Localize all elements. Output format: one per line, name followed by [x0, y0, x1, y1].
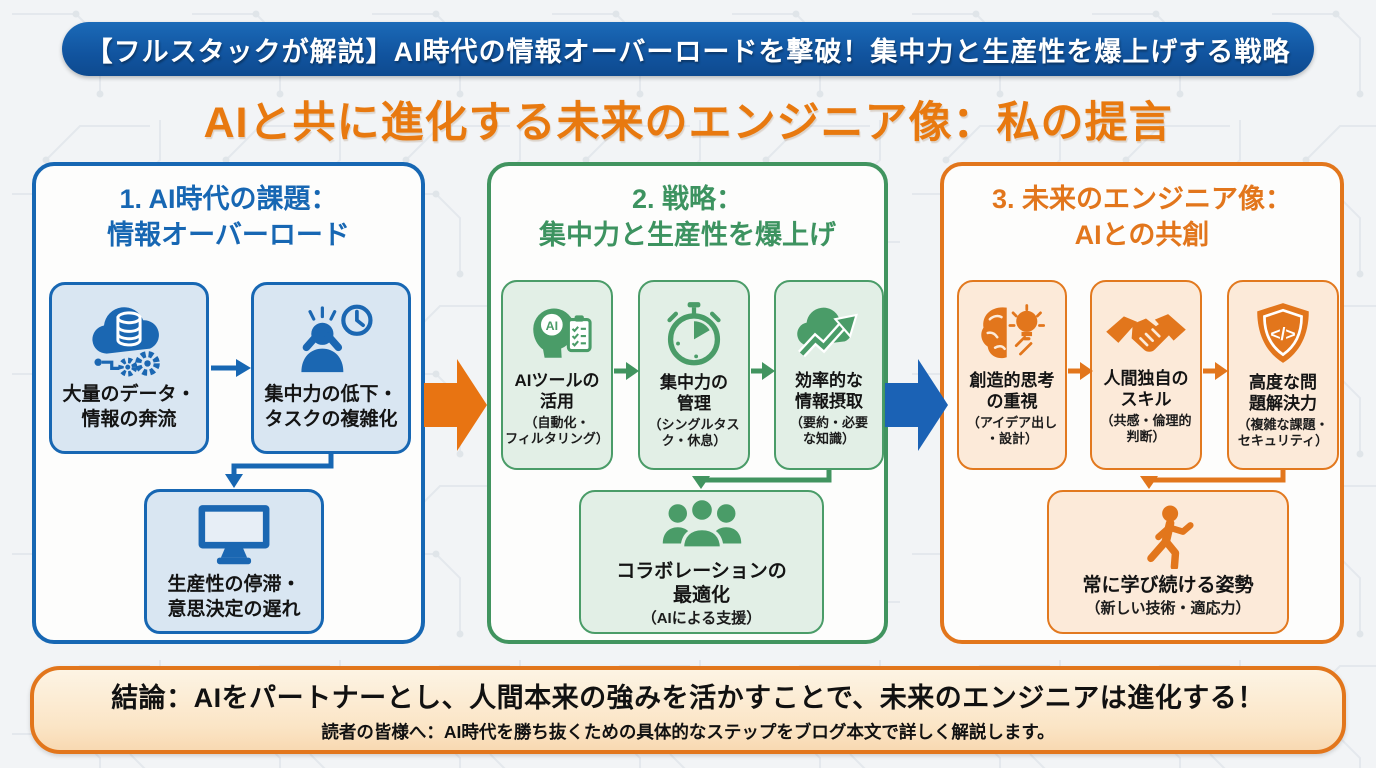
conclusion-box: 結論：AIをパートナーとし、人間本来の強みを活かすことで、未来のエンジニアは進化… — [30, 666, 1346, 754]
box-sub: （シングルタス ク・休息） — [648, 416, 740, 448]
brain-bulb-icon — [974, 303, 1050, 365]
box-problem-solving: </> 高度な問 題解決力 （複雑な課題・ セキュリティ） — [1227, 280, 1339, 470]
box-sub: （自動化・ フィルタリング） — [505, 414, 609, 446]
panel1-header: 1. AI時代の課題： 情報オーバーロード — [107, 184, 350, 250]
box-ai-tools: AI AIツールの 活用 （自動化・ フィルタリング） — [501, 280, 613, 470]
flow-arrow-2-icon — [885, 359, 948, 451]
box-label: 大量のデータ・ 情報の奔流 — [62, 384, 196, 430]
box-label: 生産性の停滞・ 意思決定の遅れ — [167, 573, 301, 620]
box-sub: （複雑な課題・ セキュリティ） — [1237, 416, 1329, 448]
box-productivity-stall: 生産性の停滞・ 意思決定の遅れ — [144, 489, 324, 634]
panel-future-engineer: 3. 未来のエンジニア像： AIとの共創 創造的思考 の重視 （アイデア出し ・… — [940, 162, 1344, 644]
shield-code-icon: </> — [1250, 301, 1316, 367]
box-human-skills: 人間独自の スキル （共感・倫理的 判断） — [1090, 280, 1202, 470]
cloud-growth-icon — [791, 303, 867, 365]
panel-strategy: 2. 戦略： 集中力と生産性を爆上げ AI AIツールの 活用 （自動化・ フィ… — [487, 162, 888, 644]
box-title: コラボレーションの 最適化 — [616, 561, 787, 607]
conclusion-main-text: 結論：AIをパートナーとし、人間本来の強みを活かすことで、未来のエンジニアは進化… — [111, 683, 1265, 713]
box-creative-thinking: 創造的思考 の重視 （アイデア出し ・設計） — [957, 280, 1067, 470]
svg-text:</>: </> — [1270, 324, 1295, 344]
box-title: AIツールの 活用 — [514, 371, 600, 412]
panel2-header: 2. 戦略： 集中力と生産性を爆上げ — [539, 184, 836, 250]
people-group-icon — [660, 495, 744, 555]
box-title: 効率的な 情報摂取 — [795, 371, 863, 412]
box-title: 人間独自の スキル — [1103, 369, 1189, 410]
box-focus-decline: 集中力の低下・ タスクの複雑化 — [251, 282, 411, 454]
box-title: 集中力の 管理 — [660, 373, 728, 414]
box-title: 常に学び続ける姿勢 — [1082, 575, 1254, 597]
conclusion-sub-text: 読者の皆様へ：AI時代を勝ち抜くための具体的なステップをブログ本文で詳しく解説し… — [321, 722, 1055, 742]
box-data-flood: 大量のデータ・ 情報の奔流 — [49, 282, 209, 454]
panel-ai-era-problems: 1. AI時代の課題： 情報オーバーロード — [32, 162, 425, 644]
box-label: 集中力の低下・ タスクの複雑化 — [264, 384, 398, 430]
box-sub: （新しい技術・適応力） — [1085, 600, 1251, 617]
stopwatch-icon — [659, 301, 729, 367]
panel3-header: 3. 未来のエンジニア像： AIとの共創 — [991, 184, 1293, 250]
top-banner: 【フルスタックが解説】AI時代の情報オーバーロードを撃破！集中力と生産性を爆上げ… — [62, 22, 1314, 76]
box-collaboration: コラボレーションの 最適化 （AIによる支援） — [579, 490, 824, 634]
box-sub: （共感・倫理的 判断） — [1100, 412, 1192, 444]
walking-person-icon — [1136, 505, 1200, 570]
cloud-database-gear-icon — [83, 303, 175, 377]
svg-text:AI: AI — [546, 319, 558, 333]
flow-arrow-1-icon — [424, 359, 487, 451]
page-title: AIと共に進化する未来のエンジニア像：私の提言 — [203, 99, 1173, 147]
stressed-person-clock-icon — [285, 303, 377, 377]
box-sub: （要約・必要 な知識） — [789, 414, 868, 446]
box-sub: （アイデア出し ・設計） — [966, 414, 1058, 446]
ai-head-checklist-icon: AI — [519, 303, 595, 365]
box-title: 創造的思考 の重視 — [969, 371, 1055, 412]
box-continuous-learning: 常に学び続ける姿勢 （新しい技術・適応力） — [1047, 490, 1289, 634]
box-efficient-intake: 効率的な 情報摂取 （要約・必要 な知識） — [774, 280, 884, 470]
box-title: 高度な問 題解決力 — [1249, 373, 1317, 414]
handshake-icon — [1104, 305, 1188, 363]
banner-text: 【フルスタックが解説】AI時代の情報オーバーロードを撃破！集中力と生産性を爆上げ… — [85, 36, 1291, 67]
box-focus-management: 集中力の 管理 （シングルタス ク・休息） — [638, 280, 750, 470]
monitor-icon — [192, 501, 276, 567]
box-sub: （AIによる支援） — [641, 609, 762, 627]
